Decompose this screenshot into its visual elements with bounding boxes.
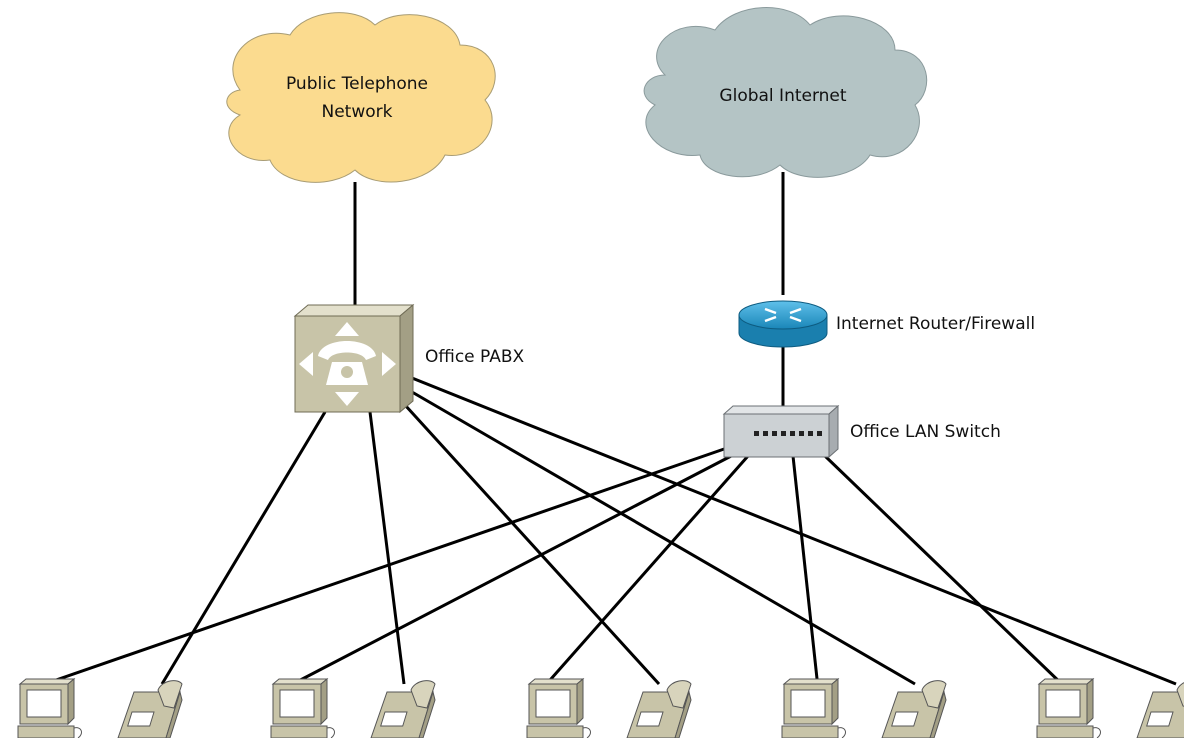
link-pabx-phone-5 bbox=[411, 376, 1177, 686]
desk-phone-icon bbox=[370, 680, 436, 738]
office-pabx: Office PABX bbox=[293, 303, 524, 414]
internet-label: Global Internet bbox=[719, 86, 846, 106]
link-switch-pc-2 bbox=[284, 452, 736, 690]
link-switch-pc-3 bbox=[541, 455, 750, 689]
arrow-down-icon bbox=[335, 392, 359, 406]
switch-top-face bbox=[722, 405, 840, 415]
workstation-icon bbox=[781, 677, 846, 738]
connection-lines bbox=[32, 172, 1177, 690]
cloud-icon bbox=[643, 7, 928, 178]
arrow-right-icon bbox=[382, 352, 396, 376]
pabx-label: Office PABX bbox=[425, 347, 524, 367]
pabx-top-face bbox=[293, 304, 415, 317]
desk-phone-icon bbox=[117, 680, 183, 738]
link-pabx-phone-3 bbox=[403, 403, 661, 686]
router-top bbox=[738, 300, 828, 330]
desk-phone-icon bbox=[626, 680, 692, 738]
link-switch-pc-1 bbox=[32, 446, 728, 690]
link-switch-pc-4 bbox=[791, 455, 820, 689]
arrow-left-icon bbox=[299, 352, 313, 376]
pabx-telephone-icon bbox=[299, 322, 396, 406]
pstn-label-line2: Network bbox=[322, 102, 393, 122]
switch-ports bbox=[754, 431, 822, 436]
pstn-label-line1: Public Telephone bbox=[286, 74, 428, 94]
workstation-icon bbox=[1036, 677, 1101, 738]
switch-label: Office LAN Switch bbox=[850, 422, 1001, 442]
public-telephone-network-cloud: Public Telephone Network bbox=[226, 12, 496, 183]
desk-phone-icon bbox=[1136, 682, 1184, 738]
phone-handset-icon bbox=[318, 341, 376, 360]
link-switch-pc-5 bbox=[823, 454, 1068, 690]
office-lan-switch: Office LAN Switch bbox=[722, 404, 1001, 459]
endpoints bbox=[17, 677, 1184, 738]
desk-phone-icon bbox=[881, 680, 947, 738]
router-label: Internet Router/Firewall bbox=[836, 314, 1035, 334]
global-internet-cloud: Global Internet bbox=[643, 7, 928, 178]
workstation-icon bbox=[526, 677, 591, 738]
workstation-icon bbox=[17, 677, 82, 738]
pabx-side-face bbox=[399, 303, 414, 414]
link-pabx-phone-4 bbox=[411, 390, 916, 686]
switch-side-face bbox=[828, 404, 839, 459]
link-pabx-phone-1 bbox=[160, 411, 327, 685]
router-arrows-icon bbox=[764, 307, 802, 323]
arrow-up-icon bbox=[335, 322, 359, 336]
cloud-icon bbox=[226, 12, 496, 183]
link-pabx-phone-2 bbox=[368, 411, 406, 685]
workstation-icon bbox=[270, 677, 335, 738]
internet-router-firewall: Internet Router/Firewall bbox=[738, 300, 1035, 348]
